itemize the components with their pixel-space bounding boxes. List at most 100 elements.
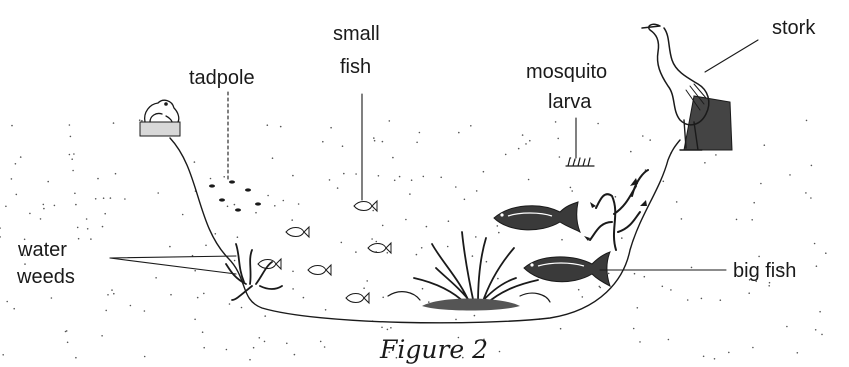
stipple-dot	[560, 328, 562, 330]
stipple-dot	[11, 178, 13, 180]
stipple-dot	[74, 193, 76, 195]
label-water-weeds-line1: water	[17, 239, 67, 261]
stipple-dot	[110, 197, 112, 199]
tadpoles	[209, 180, 261, 211]
stipple-dot	[387, 252, 389, 254]
stipple-dot	[237, 236, 239, 238]
stipple-dot	[764, 144, 766, 146]
stipple-dot	[662, 286, 664, 288]
stipple-dot	[155, 277, 157, 279]
stipple-dot	[292, 175, 294, 177]
stipple-dot	[458, 132, 460, 134]
stipple-dot	[373, 137, 375, 139]
stipple-dot	[789, 174, 791, 176]
stipple-dot	[264, 341, 266, 343]
label-mosquito-line2: larva	[548, 91, 592, 113]
stipple-dot	[69, 154, 71, 156]
stipple-dot	[382, 225, 384, 227]
stipple-dot	[483, 171, 485, 173]
stipple-dot	[423, 176, 425, 178]
stipple-dot	[821, 334, 823, 336]
left-water-weeds	[226, 244, 282, 300]
stipple-dot	[475, 236, 477, 238]
stipple-dot	[292, 288, 294, 290]
stipple-dot	[115, 173, 117, 175]
stipple-dot	[621, 237, 623, 239]
stipple-dot	[5, 206, 7, 208]
stipple-dot	[20, 156, 22, 158]
stipple-dot	[630, 151, 632, 153]
figure-caption: Figure 2	[379, 335, 488, 364]
stipple-dot	[291, 219, 293, 221]
stipple-dot	[67, 342, 69, 344]
stipple-dot	[272, 157, 274, 159]
stipple-dot	[15, 194, 17, 196]
stipple-dot	[518, 148, 520, 150]
small-fish	[368, 243, 391, 253]
stipple-dot	[806, 120, 808, 122]
stipple-dot	[382, 297, 384, 299]
frog	[140, 100, 180, 136]
stipple-dot	[298, 203, 300, 205]
stork	[642, 24, 732, 150]
label-small-fish-line1: small	[333, 23, 380, 45]
stipple-dot	[2, 354, 4, 356]
stipple-dot	[416, 142, 418, 144]
stipple-dot	[320, 341, 322, 343]
stipple-dot	[701, 298, 703, 300]
stipple-dot	[111, 289, 113, 291]
stipple-dot	[720, 299, 722, 301]
stipple-dot	[226, 349, 228, 351]
stipple-dot	[559, 156, 561, 158]
stipple-dot	[144, 356, 146, 358]
stipple-dot	[86, 218, 88, 220]
stipple-dot	[43, 204, 45, 206]
stipple-dot	[687, 299, 689, 301]
stipple-dot	[714, 358, 716, 360]
stipple-dot	[394, 180, 396, 182]
stipple-dot	[197, 297, 199, 299]
stipple-dot	[253, 347, 255, 349]
stipple-dot	[499, 351, 501, 353]
stipple-dot	[760, 183, 762, 185]
stipple-dot	[421, 247, 423, 249]
stipple-dot	[426, 226, 428, 228]
stipple-dot	[529, 140, 531, 142]
stipple-dot	[267, 124, 269, 126]
stipple-dot	[642, 135, 644, 137]
stipple-dot	[366, 280, 368, 282]
stipple-dot	[522, 134, 524, 136]
stipple-dot	[87, 228, 89, 230]
stipple-dot	[363, 287, 365, 289]
stipple-dot	[498, 232, 500, 234]
stipple-dot	[816, 265, 818, 267]
stipple-dot	[633, 328, 635, 330]
central-water-plant	[388, 232, 550, 311]
stipple-dot	[691, 267, 693, 269]
stipple-dot	[472, 255, 474, 257]
stipple-dot	[670, 289, 672, 291]
stipple-dot	[322, 141, 324, 143]
stipple-dot	[234, 204, 236, 206]
stipple-dot	[205, 245, 207, 247]
stipple-dot	[75, 204, 77, 206]
stipple-dot	[470, 125, 472, 127]
stipple-dot	[378, 175, 380, 177]
stipple-dot	[40, 218, 42, 220]
stipple-dot	[810, 197, 812, 199]
stipple-dot	[753, 202, 755, 204]
stipple-dot	[570, 187, 572, 189]
stipple-dot	[389, 120, 391, 122]
stipple-dot	[571, 190, 573, 192]
stipple-dot	[75, 357, 77, 359]
stipple-dot	[447, 246, 449, 248]
stipple-dot	[644, 276, 646, 278]
stipple-dot	[663, 181, 665, 183]
stipple-dot	[371, 238, 373, 240]
stipple-dot	[157, 192, 159, 194]
stipple-dot	[71, 158, 73, 160]
mosquito-larva	[566, 158, 594, 166]
pond-outline	[170, 138, 680, 323]
stipple-dot	[736, 219, 738, 221]
